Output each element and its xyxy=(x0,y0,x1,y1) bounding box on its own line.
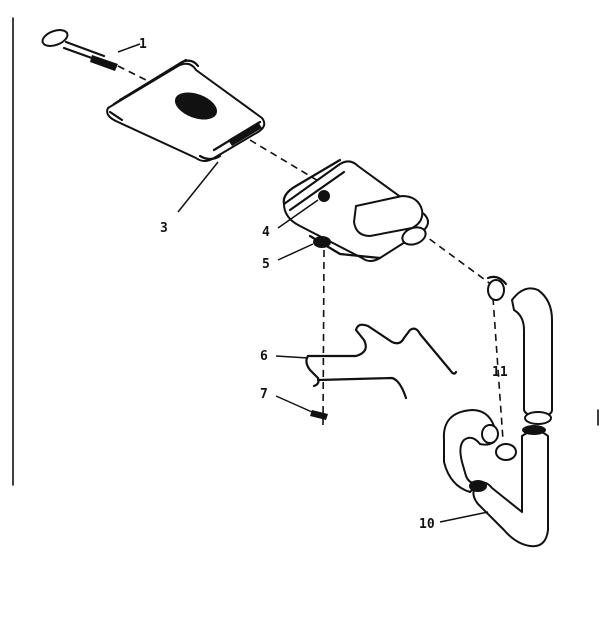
label-part-11: 11 xyxy=(492,365,508,380)
part-4-screw xyxy=(277,190,330,229)
label-part-1: 1 xyxy=(139,37,147,52)
label-part-7: 7 xyxy=(260,387,268,402)
callout-labels: 1 3 4 5 6 7 10 11 xyxy=(139,37,508,532)
part-11-clamps xyxy=(486,275,517,461)
part-3-front-housing xyxy=(106,58,266,213)
label-part-3: 3 xyxy=(160,221,168,236)
main-valve-body xyxy=(282,158,429,262)
label-part-5: 5 xyxy=(262,257,270,272)
label-part-4: 4 xyxy=(262,225,270,240)
part-6-wire-spring xyxy=(275,323,458,400)
part-10-hoses xyxy=(439,287,553,548)
label-part-10: 10 xyxy=(419,517,435,532)
part-1-knob xyxy=(41,29,141,71)
part-5-screw xyxy=(277,236,331,261)
label-part-6: 6 xyxy=(260,349,268,364)
page-border-marks xyxy=(12,17,599,486)
part-7-screw xyxy=(275,395,328,420)
